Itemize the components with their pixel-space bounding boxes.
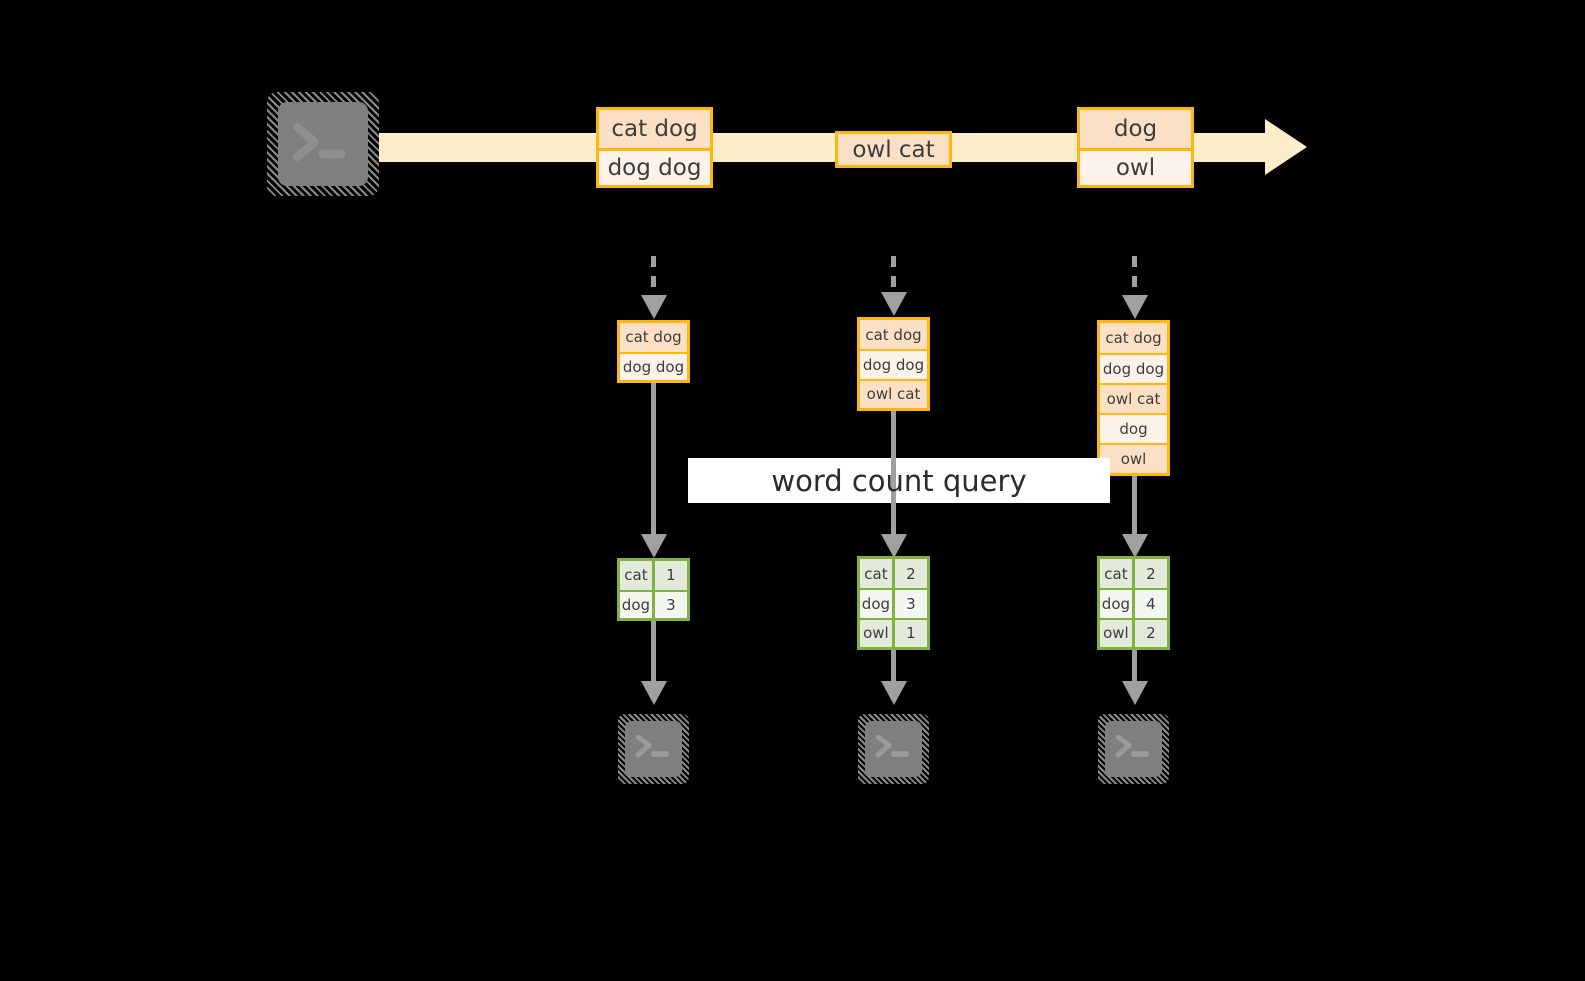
stream-event-line: owl cat — [838, 134, 949, 165]
terminal-prompt-icon — [1115, 734, 1149, 758]
snapshot-3-sink-terminal-icon — [1098, 714, 1169, 784]
stream-event-3: dog owl — [1077, 107, 1194, 188]
snapshot-3-buffer: cat dog dog dog owl cat dog owl — [1097, 320, 1170, 476]
stream-to-snapshot-3-arrowhead — [1122, 295, 1148, 319]
snapshot-1-sink-arrowhead — [641, 681, 667, 705]
query-label: word count query — [771, 463, 1027, 498]
snapshot-2-sink-terminal-icon — [858, 714, 929, 784]
snapshot-3-sink-connector — [1132, 650, 1137, 685]
result-word: cat — [860, 559, 895, 589]
snapshot-1-query-connector — [651, 383, 656, 538]
snapshot-2-buffer: cat dog dog dog owl cat — [857, 317, 930, 411]
stream-to-snapshot-3-connector — [1132, 256, 1137, 302]
stream-arrow-head — [1265, 119, 1307, 175]
buffer-event: owl — [1100, 443, 1167, 473]
buffer-event: dog dog — [1100, 353, 1167, 383]
result-word: owl — [860, 619, 895, 647]
snapshot-3-query-arrowhead — [1122, 534, 1148, 558]
snapshot-1-result-table: cat 1 dog 3 — [617, 558, 690, 621]
buffer-event: dog dog — [620, 351, 687, 380]
query-band — [688, 458, 1110, 503]
terminal-body — [1105, 721, 1162, 777]
snapshot-3-query-connector — [1132, 476, 1137, 538]
result-word: owl — [1100, 619, 1135, 647]
table-row: cat 2 — [860, 559, 927, 589]
stream-event-line: owl — [1080, 147, 1191, 185]
snapshot-2-query-arrowhead — [881, 534, 907, 558]
result-word: dog — [620, 591, 655, 618]
result-word: dog — [860, 590, 895, 618]
terminal-body — [278, 102, 368, 186]
table-row: dog 3 — [620, 589, 687, 618]
result-count: 1 — [654, 561, 687, 590]
stream-event-line: dog dog — [599, 147, 710, 185]
buffer-event: cat dog — [860, 320, 927, 350]
snapshot-3-sink-arrowhead — [1122, 681, 1148, 705]
stream-event-2: owl cat — [835, 131, 952, 168]
table-row: cat 1 — [620, 561, 687, 590]
snapshot-2-sink-connector — [891, 650, 896, 685]
table-row: owl 2 — [1100, 617, 1167, 647]
stream-to-snapshot-2-connector — [891, 256, 896, 298]
terminal-prompt-icon — [875, 734, 909, 758]
result-count: 2 — [1134, 619, 1167, 647]
terminal-prompt-icon — [635, 734, 669, 758]
result-word: dog — [1100, 590, 1135, 618]
snapshot-2-sink-arrowhead — [881, 681, 907, 705]
buffer-event: owl cat — [1100, 383, 1167, 413]
snapshot-2-query-connector — [891, 411, 896, 538]
terminal-body — [625, 721, 682, 777]
snapshot-1-sink-terminal-icon — [618, 714, 689, 784]
stream-to-snapshot-1-arrowhead — [641, 295, 667, 319]
snapshot-1-query-arrowhead — [641, 534, 667, 558]
snapshot-1-buffer: cat dog dog dog — [617, 320, 690, 383]
stream-event-line: dog — [1080, 110, 1191, 148]
table-row: cat 2 — [1100, 559, 1167, 589]
result-count: 1 — [894, 619, 927, 647]
result-word: cat — [620, 561, 655, 590]
table-row: owl 1 — [860, 617, 927, 647]
result-count: 3 — [894, 590, 927, 618]
buffer-event: cat dog — [1100, 323, 1167, 353]
result-count: 2 — [894, 559, 927, 589]
result-count: 4 — [1134, 590, 1167, 618]
source-terminal-icon — [267, 92, 379, 196]
stream-event-line: cat dog — [599, 110, 710, 148]
snapshot-2-result-table: cat 2 dog 3 owl 1 — [857, 556, 930, 650]
result-word: cat — [1100, 559, 1135, 589]
terminal-body — [865, 721, 922, 777]
buffer-event: owl cat — [860, 378, 927, 408]
result-count: 2 — [1134, 559, 1167, 589]
table-row: dog 3 — [860, 588, 927, 618]
terminal-prompt-icon — [293, 123, 346, 161]
stream-to-snapshot-2-arrowhead — [881, 292, 907, 316]
table-row: dog 4 — [1100, 588, 1167, 618]
stream-to-snapshot-1-connector — [651, 256, 656, 302]
buffer-event: dog dog — [860, 349, 927, 379]
buffer-event: dog — [1100, 413, 1167, 443]
snapshot-1-sink-connector — [651, 621, 656, 685]
snapshot-3-result-table: cat 2 dog 4 owl 2 — [1097, 556, 1170, 650]
result-count: 3 — [654, 591, 687, 618]
stream-event-1: cat dog dog dog — [596, 107, 713, 188]
buffer-event: cat dog — [620, 323, 687, 352]
